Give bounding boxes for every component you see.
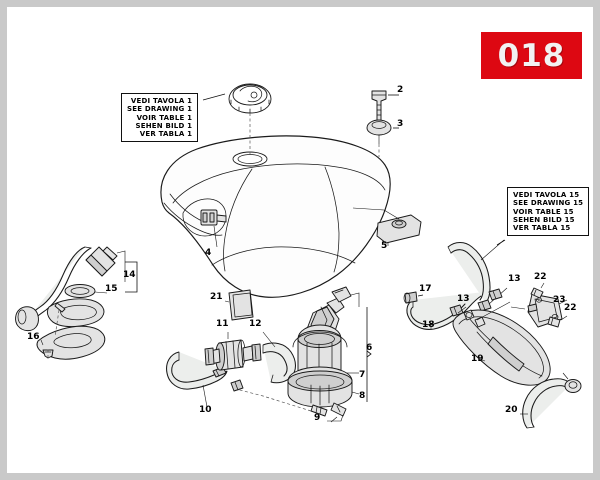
part-22-screw-bottom	[547, 315, 568, 328]
diagram-canvas: 018 VEDI TAVOLA 1 SEE DRAWING 1 VOIR TAB…	[7, 7, 593, 473]
leader-xref-1	[202, 93, 226, 101]
xref-line-en: SEE DRAWING 1	[127, 105, 193, 114]
callout-number-19: 19	[471, 354, 484, 364]
callout-number-21: 21	[210, 292, 223, 302]
part-fuel-tank	[160, 135, 391, 298]
part-1-fuel-cap	[228, 83, 272, 155]
xref-line-en: SEE DRAWING 15	[513, 199, 584, 208]
callout-number-13: 13	[508, 274, 521, 284]
part-22-screw-top	[530, 282, 545, 304]
xref-line-fr: VOIR TABLE 15	[513, 207, 574, 216]
callout-number-18: 18	[422, 320, 435, 330]
callout-number-5: 5	[381, 241, 388, 251]
callout-number-11: 11	[216, 319, 229, 329]
callout-number-13: 13	[457, 294, 470, 304]
part-12-hose	[262, 331, 297, 384]
callout-number-22: 22	[534, 272, 547, 282]
part-4-tank-fitting	[182, 198, 227, 248]
callout-number-14: 14	[123, 270, 136, 280]
callout-number-7: 7	[359, 370, 366, 380]
callout-number-6: 6	[366, 343, 373, 353]
parts-illustration	[15, 83, 582, 429]
callout-number-15: 15	[105, 284, 118, 294]
xref-line-de: SEHEN BILD 15	[513, 215, 575, 224]
part-3-washer	[366, 119, 399, 157]
part-13-clamp-lower	[488, 288, 503, 301]
part-13-clamp-left	[449, 304, 467, 317]
xref-line-es: VER TABLA 1	[139, 130, 193, 139]
part-18-hose	[406, 290, 494, 330]
part-17-fitting	[403, 291, 424, 304]
xref-line-it: VEDI TAVOLA 15	[513, 191, 580, 199]
part-21-pad	[224, 289, 254, 321]
leader-xref-15	[496, 239, 506, 246]
xref-line-fr: VOIR TABLE 1	[136, 113, 193, 122]
part-2-bolt	[371, 90, 399, 123]
callout-number-9: 9	[314, 413, 321, 423]
page-number-text: 018	[497, 37, 566, 74]
part-19-canister	[452, 301, 551, 386]
part-6-pump-assembly	[230, 286, 372, 423]
page-number-badge: 018	[481, 32, 582, 79]
part-20-hose	[520, 372, 582, 429]
callout-number-10: 10	[199, 405, 212, 415]
callout-number-16: 16	[27, 332, 40, 342]
part-13-clamp-upper	[477, 287, 508, 312]
xref-line-it: VEDI TAVOLA 1	[130, 97, 193, 105]
callout-number-17: 17	[419, 284, 432, 294]
xref-box-table-1: VEDI TAVOLA 1 SEE DRAWING 1 VOIR TABLE 1…	[121, 93, 199, 143]
xref-line-de: SEHEN BILD 1	[135, 121, 193, 130]
callout-number-22: 22	[564, 303, 577, 313]
callout-number-23: 23	[553, 295, 566, 305]
xref-box-table-15: VEDI TAVOLA 15 SEE DRAWING 15 VOIR TABLE…	[507, 187, 590, 237]
xref-line-es: VER TABLA 15	[513, 224, 571, 233]
part-5-bracket	[352, 207, 422, 246]
part-11-fuel-filter	[204, 332, 262, 371]
callout-number-8: 8	[359, 391, 366, 401]
callout-number-3: 3	[397, 119, 404, 129]
callout-number-20: 20	[505, 405, 518, 415]
callout-number-2: 2	[397, 85, 404, 95]
callout-number-12: 12	[249, 319, 262, 329]
callout-number-4: 4	[205, 248, 212, 258]
subassembly-left	[15, 246, 138, 360]
